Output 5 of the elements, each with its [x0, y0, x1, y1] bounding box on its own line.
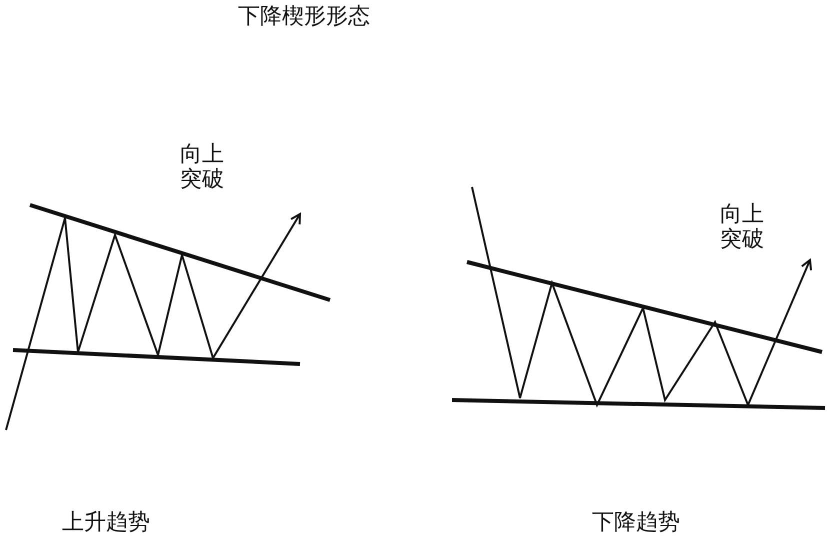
breakout-note: 向上突破 — [180, 142, 225, 193]
trend-label: 下降趋势 — [592, 510, 680, 536]
diagram-title: 下降楔形形态 — [238, 4, 370, 30]
breakout-note: 向上突破 — [720, 202, 765, 253]
trend-label: 上升趋势 — [62, 510, 150, 536]
